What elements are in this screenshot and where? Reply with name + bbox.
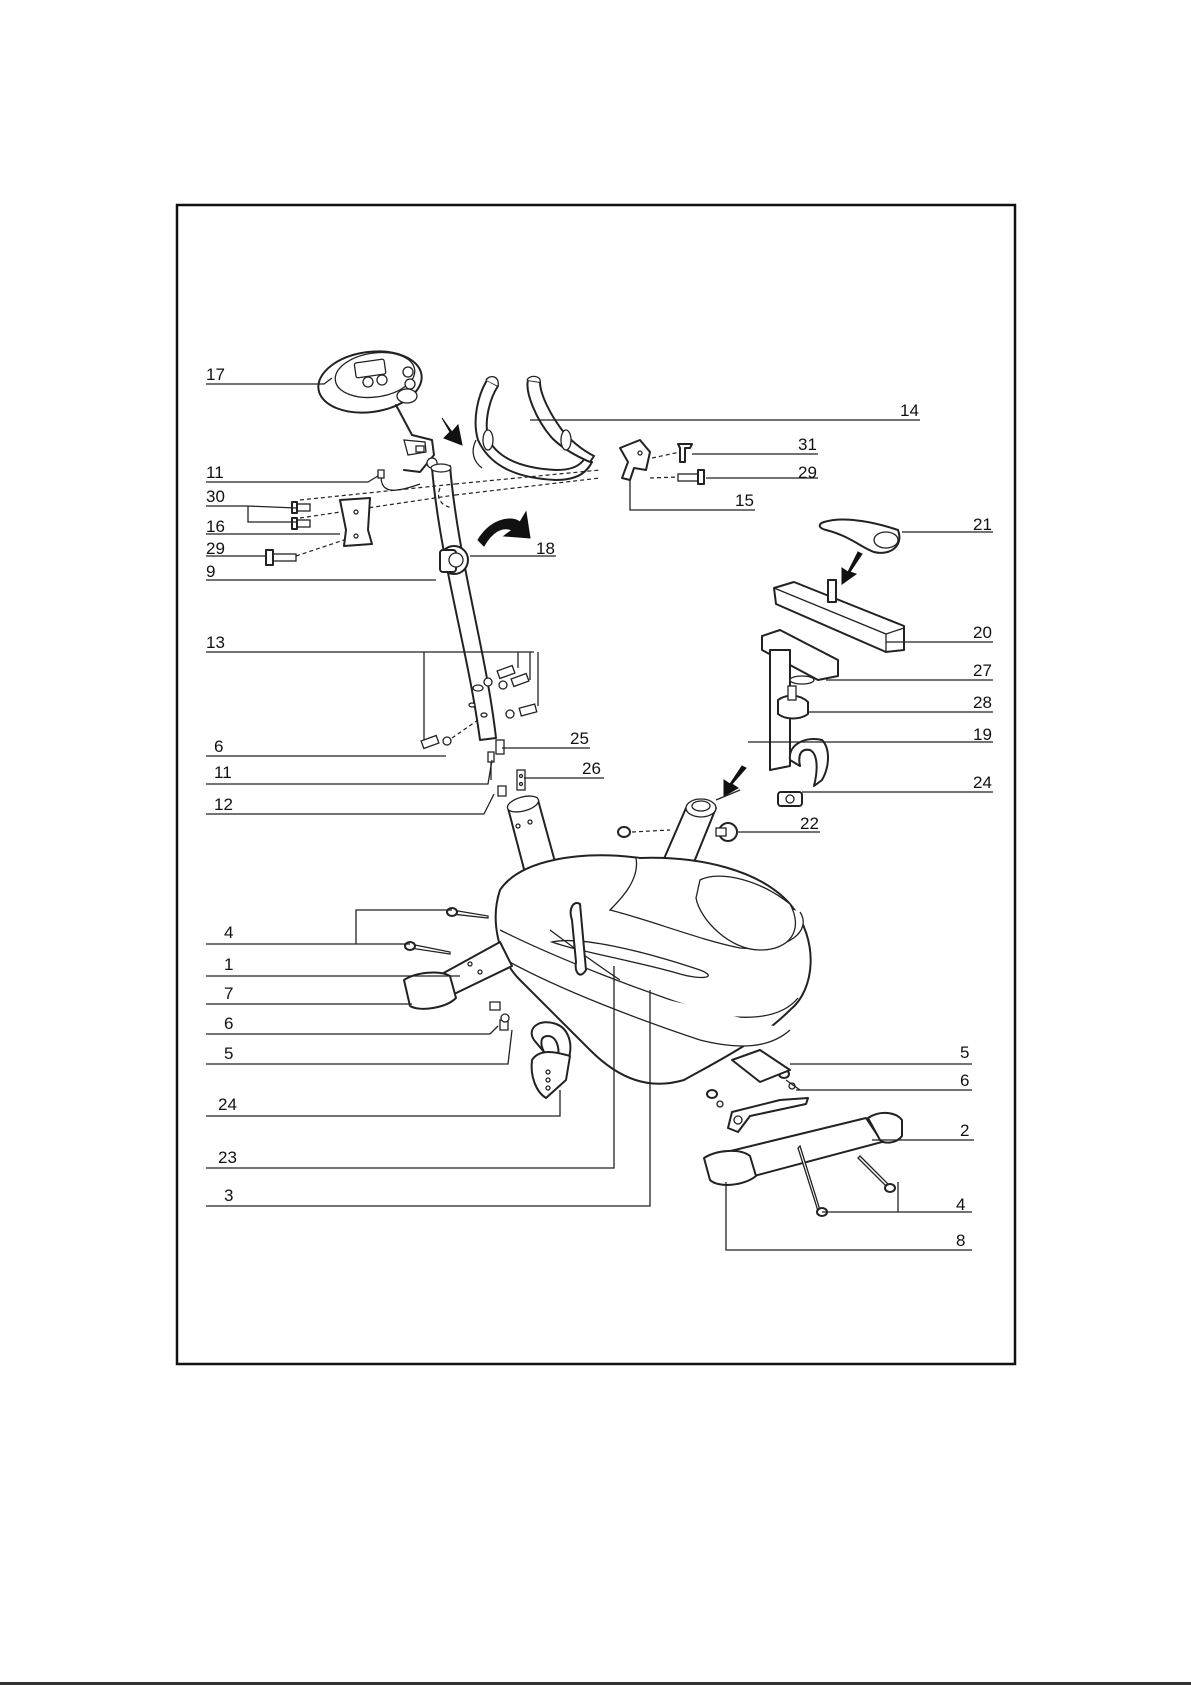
insert-arrow-icon <box>442 418 462 445</box>
seat <box>820 519 900 552</box>
bolt-29-lower <box>266 540 344 565</box>
pedal-strap-left <box>532 1022 571 1098</box>
label-31: 31 <box>798 435 817 454</box>
label-6-rear: 6 <box>960 1071 969 1090</box>
label-4-rear: 4 <box>956 1195 965 1214</box>
label-12: 12 <box>214 795 233 814</box>
label-23: 23 <box>218 1148 237 1167</box>
label-22: 22 <box>800 814 819 833</box>
adjustment-knob-18 <box>440 546 468 574</box>
label-1: 1 <box>224 955 233 974</box>
label-28: 28 <box>973 693 992 712</box>
label-9: 9 <box>206 562 215 581</box>
label-6-front: 6 <box>224 1014 233 1033</box>
label-2: 2 <box>960 1121 969 1140</box>
label-16: 16 <box>206 517 225 536</box>
label-3: 3 <box>224 1186 233 1205</box>
label-25: 25 <box>570 729 589 748</box>
label-17: 17 <box>206 365 225 384</box>
small-nut <box>618 827 670 837</box>
label-26: 26 <box>582 759 601 778</box>
label-24-lower: 24 <box>218 1095 237 1114</box>
bolt-29-upper <box>650 470 704 484</box>
handlebar <box>473 376 594 480</box>
label-21: 21 <box>973 515 992 534</box>
label-7: 7 <box>224 984 233 1003</box>
sensor-wire-top <box>378 470 420 490</box>
label-8: 8 <box>956 1231 965 1250</box>
label-15: 15 <box>735 491 754 510</box>
screws-30 <box>292 502 310 529</box>
knob-31 <box>652 444 692 462</box>
nut-washer-front <box>490 1002 509 1030</box>
label-5-rear: 5 <box>960 1043 969 1062</box>
computer-console <box>314 345 437 472</box>
mounting-plate <box>340 498 372 546</box>
label-29-lower: 29 <box>206 539 225 558</box>
label-6-post: 6 <box>214 737 223 756</box>
label-4-front: 4 <box>224 923 233 942</box>
label-14: 14 <box>900 401 919 420</box>
rotate-arrow-icon <box>478 512 530 546</box>
handlebar-bracket <box>620 440 650 480</box>
seat-arrow-icon <box>842 552 862 584</box>
handlebar-post <box>431 464 496 740</box>
label-13: 13 <box>206 633 225 652</box>
label-29-upper: 29 <box>798 463 817 482</box>
label-19: 19 <box>973 725 992 744</box>
label-20: 20 <box>973 623 992 642</box>
tension-knob-22 <box>716 823 737 841</box>
label-30: 30 <box>206 487 225 506</box>
label-11-upper: 11 <box>206 463 224 482</box>
bolts-front-4 <box>405 908 488 954</box>
label-27: 27 <box>973 661 992 680</box>
label-18: 18 <box>536 539 555 558</box>
label-11-lower: 11 <box>214 763 232 782</box>
label-5-front: 5 <box>224 1044 233 1063</box>
label-24-upper: 24 <box>973 773 992 792</box>
